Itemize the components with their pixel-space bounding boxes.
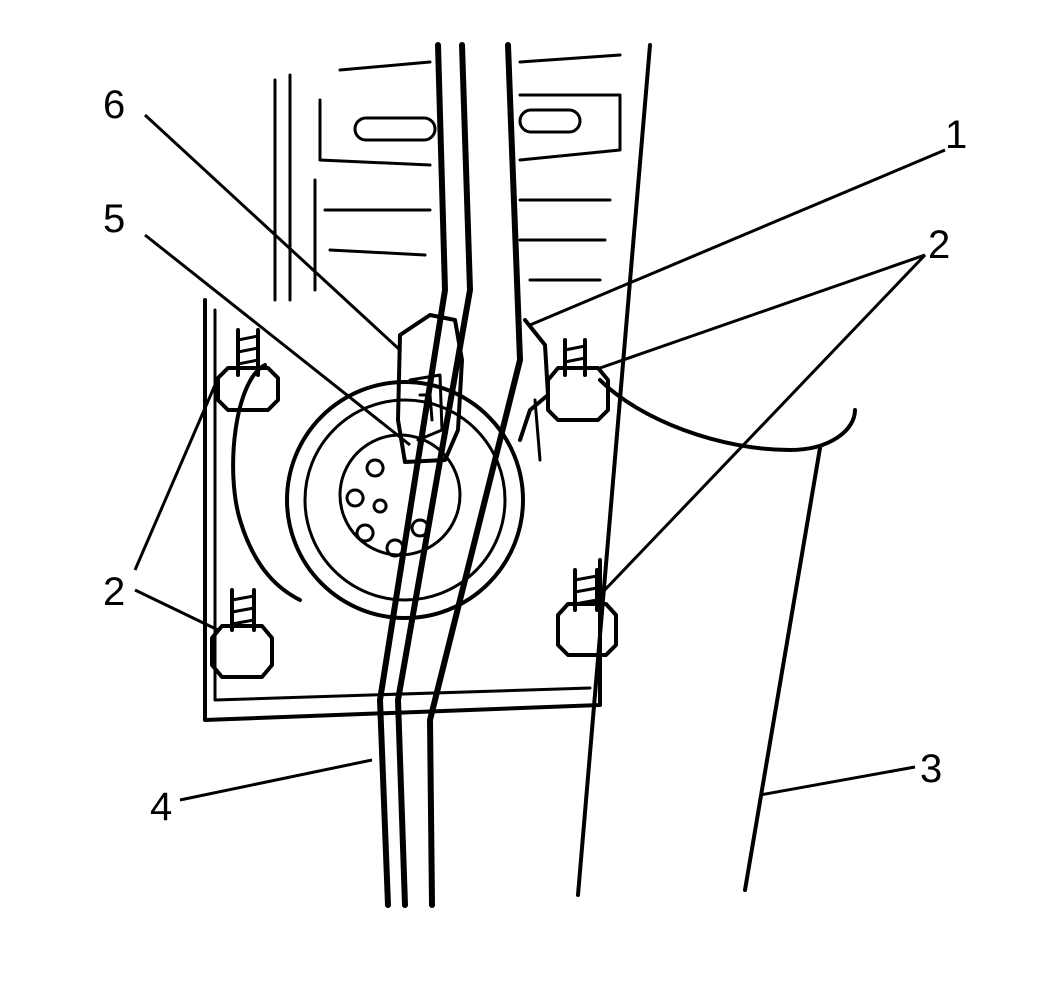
leader-1 (529, 148, 946, 327)
callout-5: 5 (103, 197, 125, 241)
radiator-support-panel (576, 43, 857, 897)
horn-terminal (518, 318, 550, 462)
leader-2-d (134, 588, 219, 632)
leader-6 (143, 113, 402, 352)
callout-3: 3 (920, 747, 942, 791)
bolt-upper-left (216, 328, 280, 412)
leader-2-b (598, 253, 927, 597)
callout-2-upper-right: 2 (928, 223, 950, 267)
leader-3 (759, 765, 916, 797)
leader-2-a (599, 253, 926, 370)
leader-2-c (133, 384, 217, 571)
leader-5 (144, 233, 411, 447)
callout-6: 6 (103, 83, 125, 127)
callout-1: 1 (945, 113, 967, 157)
bolt-upper-right (546, 338, 610, 422)
bolt-lower-right (556, 568, 618, 657)
horn-electrical-connector (396, 313, 464, 464)
wiring-harness-strap (377, 42, 523, 908)
callout-4: 4 (150, 785, 172, 829)
bolt-lower-left (210, 588, 274, 679)
callout-labels: 1 2 2 3 4 5 6 (103, 83, 967, 829)
callout-2-left: 2 (103, 570, 125, 614)
leader-4 (179, 758, 373, 802)
leader-lines (133, 113, 946, 802)
